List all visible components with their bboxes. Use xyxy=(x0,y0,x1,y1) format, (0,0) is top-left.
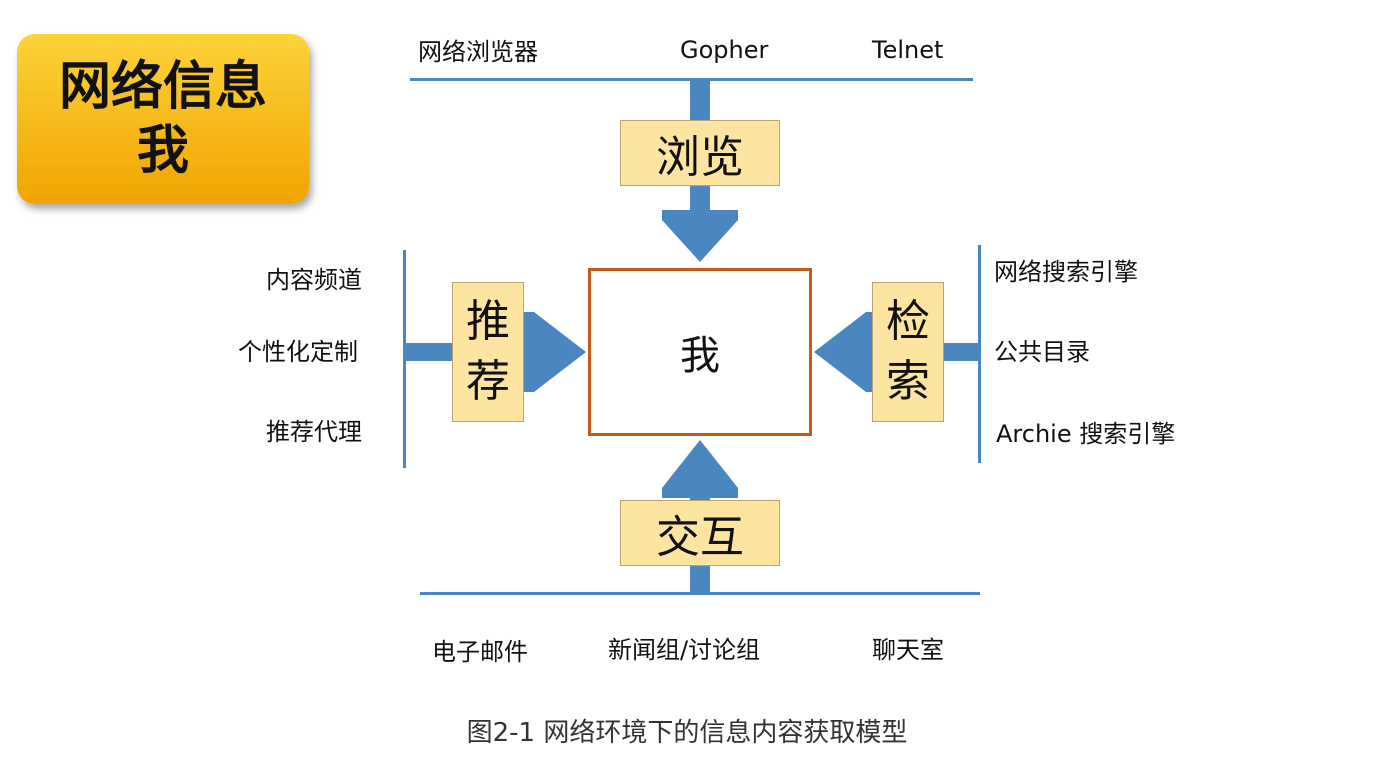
right-label-public-directory: 公共目录 xyxy=(994,338,1090,366)
title-badge: 网络信息 我 xyxy=(17,34,309,204)
browse-box: 浏览 xyxy=(620,120,780,186)
top-source-line xyxy=(410,78,973,81)
retrieve-char-1: 检 xyxy=(886,296,930,347)
recommend-char-1: 推 xyxy=(466,296,510,347)
left-source-line xyxy=(403,250,406,468)
figure-caption: 图2-1 网络环境下的信息内容获取模型 xyxy=(466,718,908,748)
title-line-2: 我 xyxy=(136,121,189,181)
top-label-telnet: Telnet xyxy=(872,36,944,64)
title-line-1: 网络信息 xyxy=(58,57,267,117)
retrieve-box: 检 索 xyxy=(872,282,944,422)
retrieve-char-2: 索 xyxy=(886,356,930,407)
recommend-box: 推 荐 xyxy=(452,282,524,422)
bottom-label-newsgroup: 新闻组/讨论组 xyxy=(608,636,761,664)
center-me-label: 我 xyxy=(680,333,720,379)
left-label-recommend-agent: 推荐代理 xyxy=(266,418,362,446)
top-label-gopher: Gopher xyxy=(680,36,769,64)
right-label-archie: Archie 搜索引擎 xyxy=(996,420,1176,448)
interact-box: 交互 xyxy=(620,500,780,566)
right-label-search-engine: 网络搜索引擎 xyxy=(994,258,1138,286)
left-label-content-channel: 内容频道 xyxy=(266,266,362,294)
bottom-source-line xyxy=(420,592,980,595)
recommend-char-2: 荐 xyxy=(466,356,510,407)
center-me-box: 我 xyxy=(588,268,812,436)
left-label-personalization: 个性化定制 xyxy=(238,338,358,366)
bottom-label-chatroom: 聊天室 xyxy=(872,636,944,664)
right-source-line xyxy=(978,245,981,463)
bottom-label-email: 电子邮件 xyxy=(432,638,528,666)
top-label-browser: 网络浏览器 xyxy=(418,38,538,66)
